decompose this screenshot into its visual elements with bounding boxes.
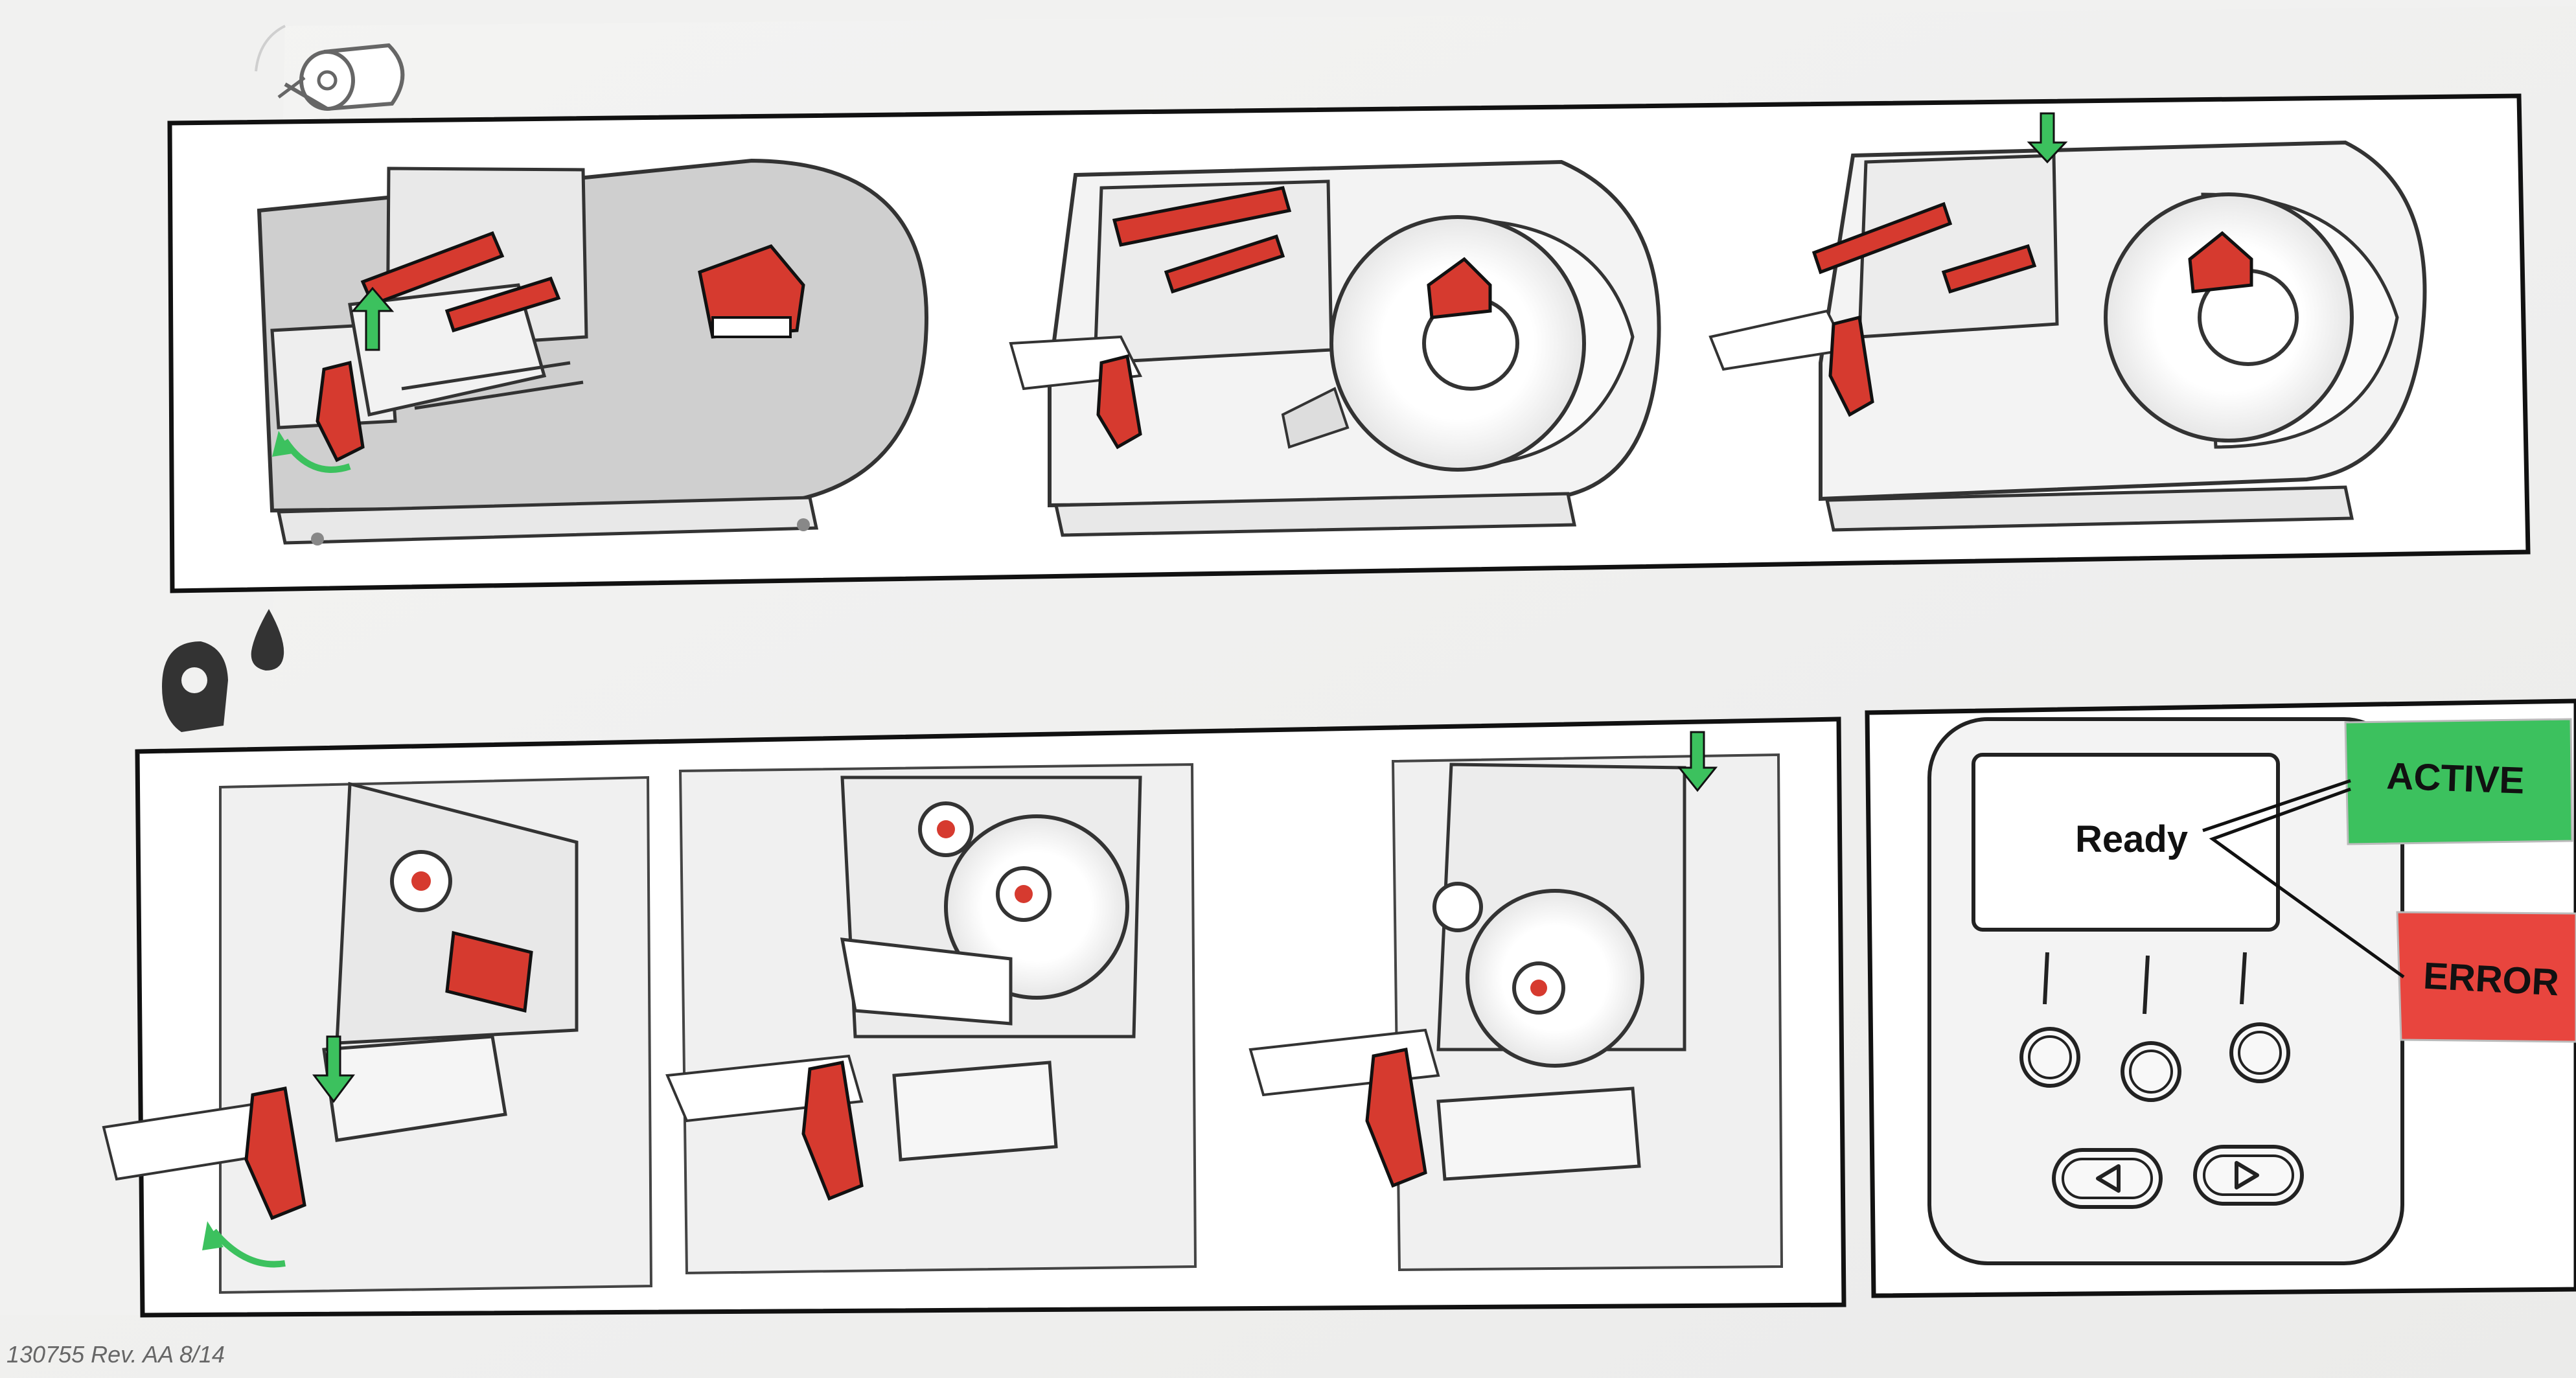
lcd-screen (1972, 753, 2280, 932)
media-holder (1427, 257, 1492, 319)
softkey-line (2240, 952, 2247, 1005)
ribbon-step-1 (102, 775, 653, 1294)
ribbon-step-3 (1248, 731, 1784, 1272)
media-holder (698, 244, 805, 339)
ribbon-spindle (444, 276, 561, 333)
down-arrow-icon (2027, 112, 2068, 164)
rotate-arrow-icon (211, 1228, 286, 1268)
softkey-line (2043, 952, 2049, 1005)
ribbon-ink-icon (162, 609, 284, 732)
rotate-arrow-icon (282, 439, 351, 473)
callout-line (2202, 779, 2351, 833)
down-arrow-icon (1677, 731, 1718, 792)
softkey-line (2143, 955, 2150, 1015)
media-step-3 (1708, 112, 2427, 532)
down-arrow-icon (312, 1035, 355, 1103)
media-step-2 (1009, 159, 1661, 537)
error-indicator (2396, 911, 2576, 1043)
label-roll-icon (277, 43, 405, 111)
media-step-1 (257, 158, 929, 545)
triangle-left-icon (2096, 1164, 2121, 1193)
up-arrow-icon (351, 286, 395, 351)
triangle-right-icon (2235, 1161, 2259, 1189)
ribbon-step-2 (665, 763, 1197, 1275)
printhead-lever (316, 360, 365, 463)
revision-footer: 130755 Rev. AA 8/14 (6, 1341, 225, 1368)
active-indicator (2344, 718, 2573, 845)
active-label: ACTIVE (2386, 755, 2525, 802)
callout-line (2209, 787, 2405, 979)
sheet-corner-fold (255, 25, 286, 72)
right-nav-button[interactable] (2193, 1145, 2304, 1206)
left-nav-button[interactable] (2052, 1148, 2163, 1209)
lcd-status-text: Ready (2075, 818, 2189, 860)
